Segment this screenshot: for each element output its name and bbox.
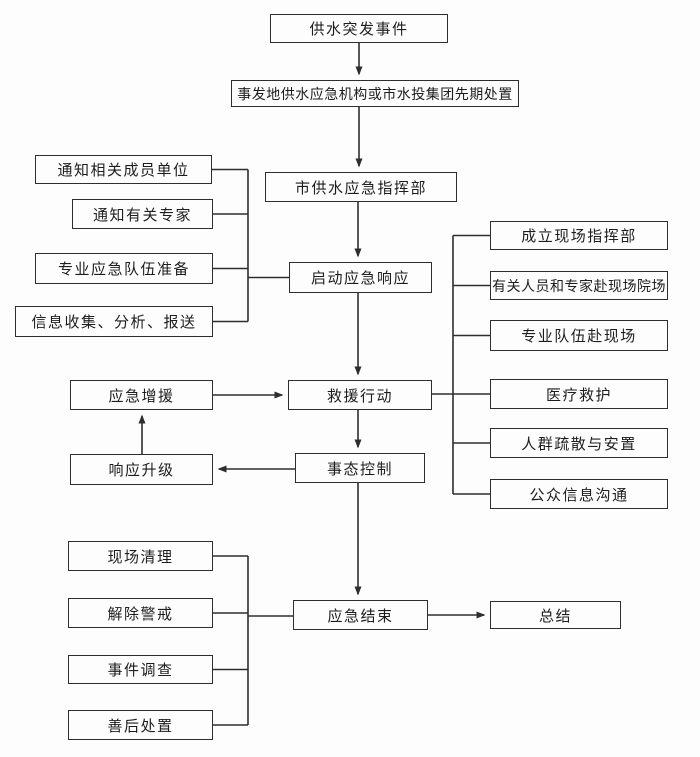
node-summary: 总结 <box>490 601 621 629</box>
node-initial-response: 事发地供水应急机构或市水投集团先期处置 <box>231 80 519 107</box>
node-task-public-info: 公众信息沟通 <box>490 479 668 509</box>
node-prep-notify-members: 通知相关成员单位 <box>35 155 212 184</box>
node-close-investigation: 事件调查 <box>68 655 213 684</box>
node-prep-info-report: 信息收集、分析、报送 <box>15 306 213 337</box>
node-situation-control: 事态控制 <box>295 453 425 483</box>
node-prep-notify-experts: 通知有关专家 <box>72 199 213 229</box>
node-close-aftermath: 善后处置 <box>68 710 213 740</box>
node-task-experts-to-site: 有关人员和专家赴现场院场 <box>490 271 668 300</box>
node-task-teams-to-site: 专业队伍赴现场 <box>490 320 668 351</box>
node-prep-team-ready: 专业应急队伍准备 <box>35 253 213 284</box>
node-escalation: 响应升级 <box>70 454 213 485</box>
node-task-evacuation: 人群疏散与安置 <box>490 428 668 458</box>
node-response-end: 应急结束 <box>293 600 428 630</box>
node-task-site-command: 成立现场指挥部 <box>490 221 668 250</box>
node-rescue-action: 救援行动 <box>288 380 432 410</box>
node-task-medical-aid: 医疗救护 <box>490 379 668 409</box>
node-close-lift-alert: 解除警戒 <box>68 598 213 628</box>
node-reinforcement: 应急增援 <box>70 380 213 410</box>
node-start-response: 启动应急响应 <box>289 262 432 293</box>
node-event: 供水突发事件 <box>270 14 448 43</box>
node-close-site-cleanup: 现场清理 <box>68 541 213 571</box>
node-command-center: 市供水应急指挥部 <box>265 172 457 202</box>
